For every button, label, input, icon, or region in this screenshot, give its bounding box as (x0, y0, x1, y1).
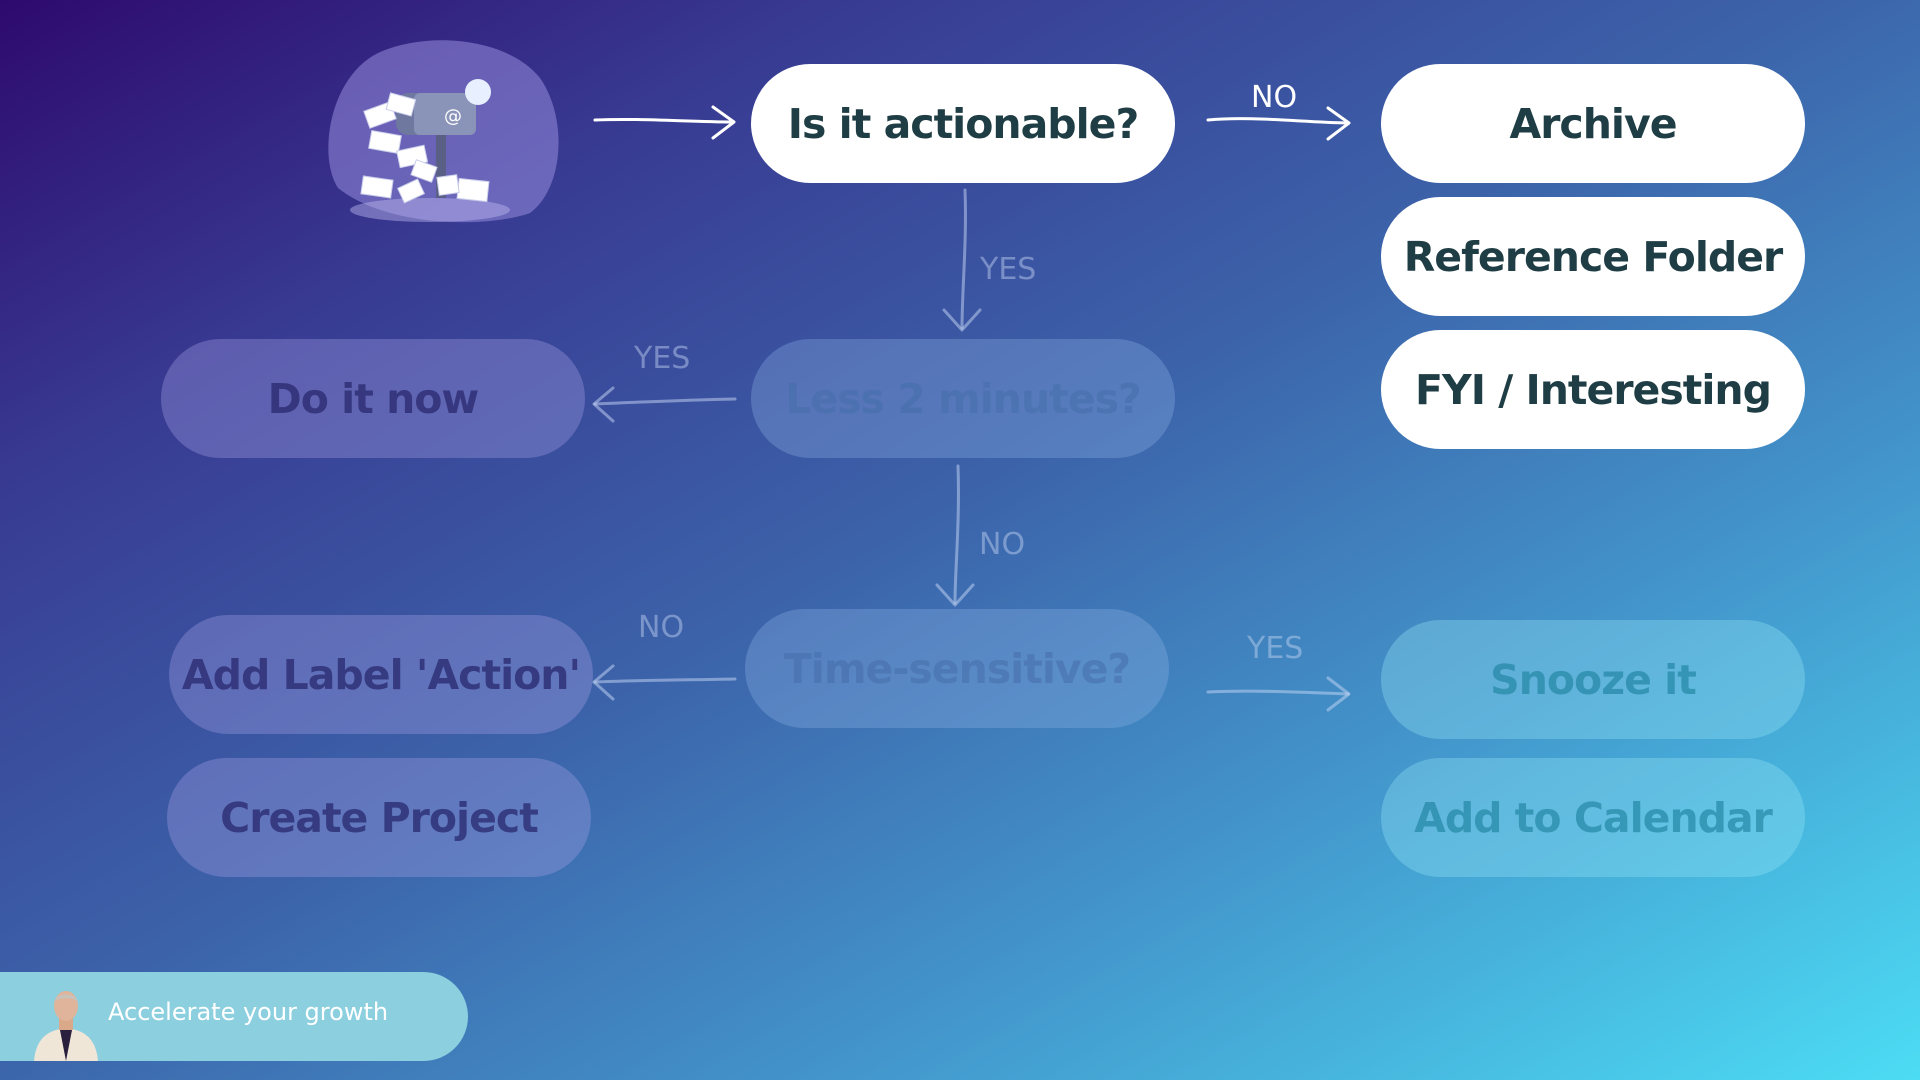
edge-label-less2-yes: YES (634, 341, 691, 376)
node-fyi-interesting-label: FYI / Interesting (1415, 365, 1772, 414)
presenter-avatar-icon (34, 991, 98, 1061)
node-time-sensitive-label: Time-sensitive? (783, 644, 1131, 693)
node-snooze-it-label: Snooze it (1490, 655, 1697, 704)
edge-label-actionable-no: NO (1251, 80, 1298, 115)
node-archive: Archive (1381, 64, 1805, 183)
node-is-it-actionable-label: Is it actionable? (787, 99, 1139, 148)
arrow-less2-no (935, 464, 975, 607)
node-snooze-it: Snooze it (1381, 620, 1805, 739)
node-is-it-actionable: Is it actionable? (751, 64, 1175, 183)
node-do-it-now: Do it now (161, 339, 585, 458)
node-add-to-calendar-label: Add to Calendar (1414, 793, 1773, 842)
node-fyi-interesting: FYI / Interesting (1381, 330, 1805, 449)
footer-tagline: Accelerate your growth (108, 998, 389, 1026)
edge-label-less2-no: NO (979, 527, 1026, 562)
arrow-less2-yes (592, 386, 737, 423)
mailbox-overflowing-icon: @ (328, 40, 559, 223)
arrow-time-yes (1206, 676, 1351, 712)
node-add-to-calendar: Add to Calendar (1381, 758, 1805, 877)
svg-text:@: @ (444, 106, 462, 127)
arrow-actionable-yes (942, 188, 982, 332)
node-less-2-minutes: Less 2 minutes? (751, 339, 1175, 458)
edge-label-time-yes: YES (1247, 631, 1304, 666)
arrow-time-no (592, 664, 737, 701)
edge-label-time-no: NO (638, 610, 685, 645)
node-time-sensitive: Time-sensitive? (745, 609, 1169, 728)
arrow-inbox-to-actionable (593, 105, 736, 140)
node-reference-folder: Reference Folder (1381, 197, 1805, 316)
node-add-label-action: Add Label 'Action' (169, 615, 593, 734)
node-less-2-minutes-label: Less 2 minutes? (785, 374, 1142, 423)
node-add-label-action-label: Add Label 'Action' (181, 650, 581, 699)
arrow-actionable-no (1206, 106, 1351, 141)
node-do-it-now-label: Do it now (267, 374, 480, 423)
node-create-project-label: Create Project (220, 793, 539, 842)
node-reference-folder-label: Reference Folder (1403, 232, 1784, 281)
footer-banner: Accelerate your growth (0, 972, 468, 1061)
edge-label-actionable-yes: YES (980, 252, 1037, 287)
node-archive-label: Archive (1509, 99, 1677, 148)
node-create-project: Create Project (167, 758, 591, 877)
